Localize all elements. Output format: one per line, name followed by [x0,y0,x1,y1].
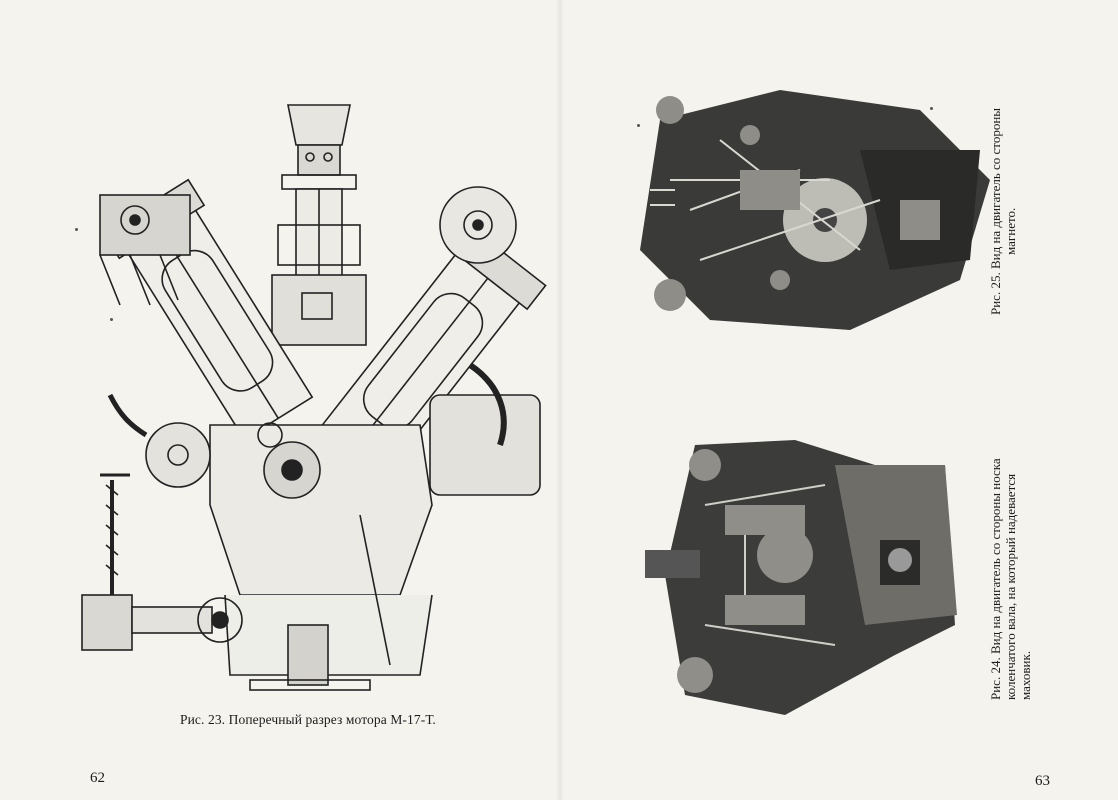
engine-photo-crankshaft-side [645,440,957,715]
paper-speck [75,228,78,231]
figure-24-caption-line: коленчатого вала, на который надевается [1003,473,1018,700]
figure-24-caption-line: Рис. 24. Вид на двигатель со стороны нос… [988,458,1003,700]
engine-photo-magneto-side [640,90,990,330]
paper-speck [110,318,113,321]
figure-25-caption-line: Рис. 25. Вид на двигатель со стороны [988,107,1003,315]
page-number-63: 63 [1035,773,1050,789]
page-63: Рис. 25. Вид на двигатель со стороны маг… [560,0,1118,800]
page-number-62: 62 [90,770,105,786]
figure-24-caption-line: маховик. [1018,650,1033,700]
page-62: Рис. 23. Поперечный разрез мотора М-17-Т… [75,104,547,786]
paper-speck [930,107,933,110]
figure-25-caption: Рис. 25. Вид на двигатель со стороны маг… [988,108,1018,315]
figure-24-caption: Рис. 24. Вид на двигатель со стороны нос… [988,458,1033,700]
paper-speck [637,124,640,127]
figure-25-caption-line: магнето. [1003,207,1018,255]
engine-cross-section-drawing [81,104,547,691]
book-gutter [556,0,564,800]
figure-23-caption: Рис. 23. Поперечный разрез мотора М-17-Т… [180,712,436,727]
